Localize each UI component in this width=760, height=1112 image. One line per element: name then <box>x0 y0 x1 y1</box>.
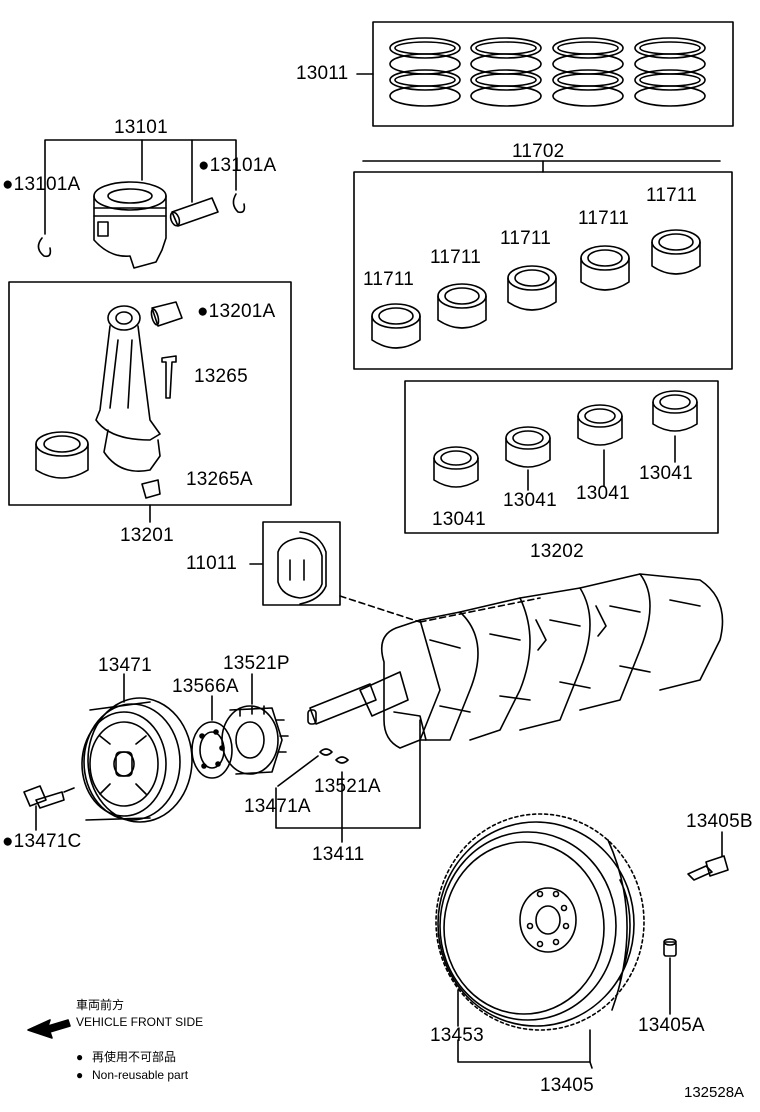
front-arrow-icon <box>27 1019 71 1039</box>
label-connecting-rod-assy: 13201 <box>120 525 174 546</box>
flywheel-bolt-drawing <box>687 855 729 881</box>
label-main-bearing-4: 11711 <box>578 208 630 229</box>
thrust-washer-box <box>262 521 341 606</box>
label-pulley-bolt: ●13471C <box>2 831 82 852</box>
piston-pin-drawing <box>169 197 219 227</box>
legend-non-reusable-jp: 再使用不可部品 <box>92 1050 177 1064</box>
legend-bullet-2: ● <box>76 1068 84 1082</box>
flywheel-drawing <box>435 813 645 1031</box>
label-gear-spacer: 13566A <box>172 676 239 697</box>
label-rod-bearing-2: 13041 <box>503 490 557 511</box>
label-crankshaft: 13411 <box>312 844 365 865</box>
label-main-bearing-3: 11711 <box>500 228 552 249</box>
label-rod-bearing-4: 13041 <box>639 463 693 484</box>
label-main-bearing-1: 11711 <box>363 269 415 290</box>
label-thrust-washer: 11011 <box>186 553 238 574</box>
pulley-bolt-drawing <box>23 785 75 809</box>
dowel-pin-drawing <box>663 938 677 957</box>
crankshaft-drawing <box>307 573 724 749</box>
thrust-washer-drawing <box>277 531 327 605</box>
piston-drawing <box>93 181 167 269</box>
label-piston-rings: 13011 <box>296 63 349 84</box>
label-rod-bearing-3: 13041 <box>576 483 630 504</box>
gear-spacer-drawing <box>191 721 233 779</box>
label-main-bearing-set: 11702 <box>512 141 565 162</box>
label-rod-nut: 13265A <box>186 469 253 490</box>
label-piston-assy: 13101 <box>114 117 168 138</box>
legend-front-side-jp: 車両前方 <box>76 998 125 1012</box>
label-dowel-pin: 13405A <box>638 1015 705 1036</box>
crank-pulley-drawing <box>81 697 193 823</box>
main-bearing-shells <box>371 229 701 349</box>
label-pin-clip-right: ●13101A <box>198 155 277 176</box>
label-main-bearing-5: 11711 <box>646 185 698 206</box>
label-flywheel-bolt: 13405B <box>686 811 753 832</box>
legend-bullet-1: ● <box>76 1050 84 1064</box>
legend-front-side-en: VEHICLE FRONT SIDE <box>76 1015 204 1029</box>
label-pin-clip-left: ●13101A <box>2 174 81 195</box>
rod-bearing-shells <box>433 390 698 488</box>
label-rod-bearing-set: 13202 <box>530 541 584 562</box>
piston-ring-sets <box>389 37 706 107</box>
label-rod-bushing: ●13201A <box>197 301 276 322</box>
label-ring-gear: 13453 <box>430 1025 484 1046</box>
rod-bearing-box <box>404 380 719 534</box>
woodruff-keys <box>319 748 349 764</box>
label-crank-timing-gear: 13521P <box>223 653 290 674</box>
label-gear-key: 13521A <box>314 776 381 797</box>
reference-number: 132528A <box>684 1084 745 1101</box>
label-pulley-key: 13471A <box>244 796 311 817</box>
label-rod-bearing-1: 13041 <box>432 509 486 530</box>
legend-non-reusable-en: Non-reusable part <box>92 1068 189 1082</box>
connecting-rod-drawing <box>35 301 183 499</box>
pin-clips <box>37 193 246 258</box>
label-flywheel-assy: 13405 <box>540 1075 594 1096</box>
timing-gear-drawing <box>221 705 289 775</box>
label-crank-pulley: 13471 <box>98 655 152 676</box>
label-rod-bolt: 13265 <box>194 366 248 387</box>
label-main-bearing-2: 11711 <box>430 247 482 268</box>
